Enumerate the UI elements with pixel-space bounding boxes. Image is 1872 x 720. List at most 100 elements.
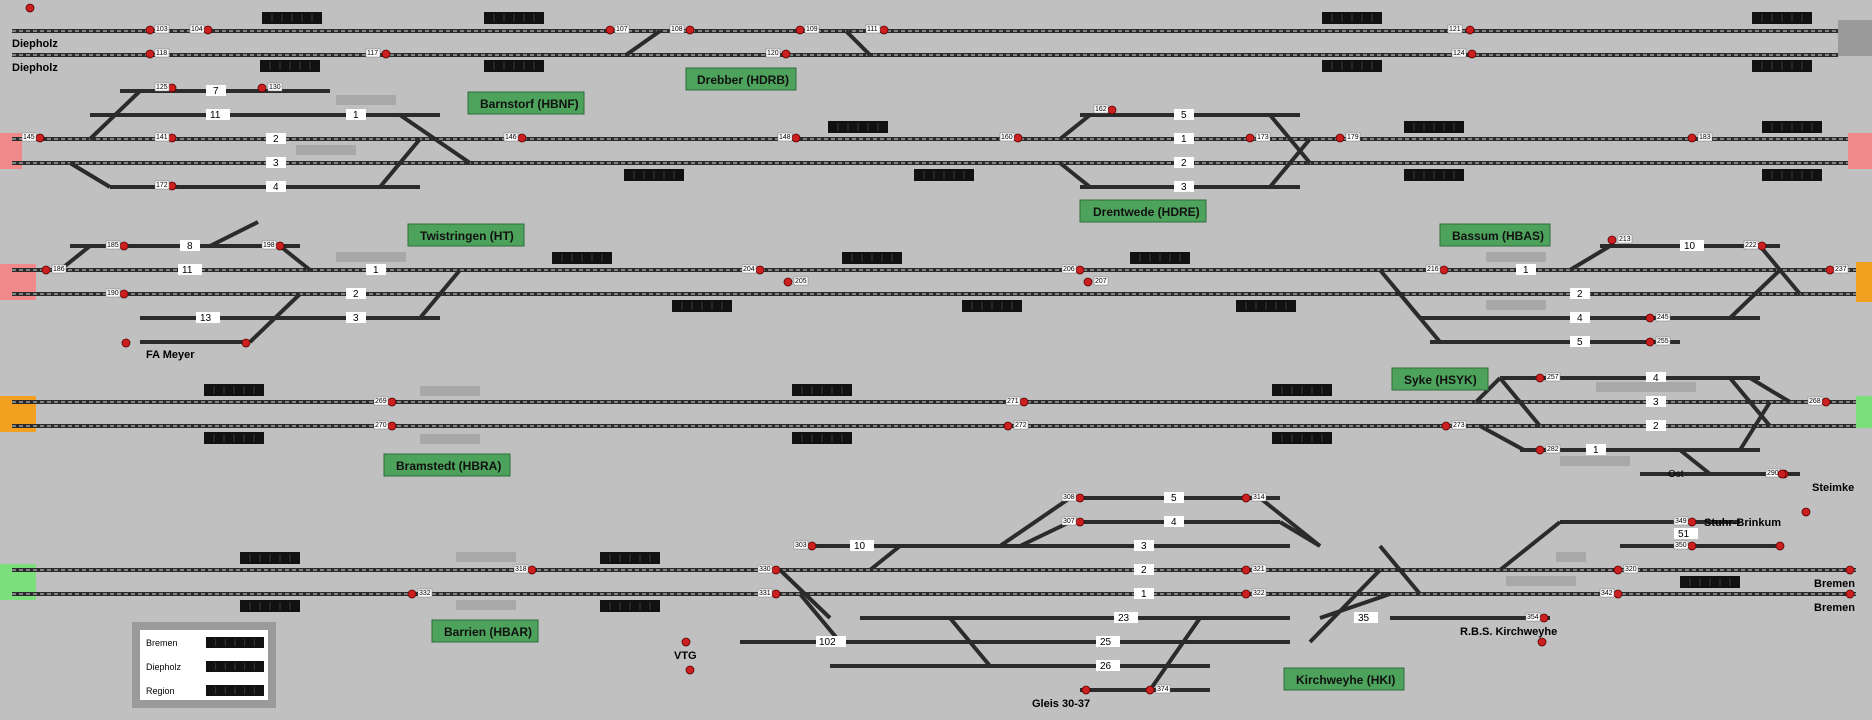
station-box[interactable] <box>407 223 525 247</box>
signal-lamp-icon[interactable] <box>517 133 527 143</box>
signal[interactable]: 124 <box>1451 48 1477 59</box>
signal-lamp-icon[interactable] <box>1467 49 1477 59</box>
signal-lamp-icon[interactable] <box>1535 445 1545 455</box>
track-switch[interactable] <box>1268 137 1312 189</box>
signal-lamp-icon[interactable] <box>1775 541 1785 551</box>
signal-lamp-icon[interactable] <box>1687 133 1697 143</box>
signal[interactable]: 216 <box>1425 264 1449 275</box>
signal[interactable]: 354 <box>1525 612 1549 623</box>
signal-lamp-icon[interactable] <box>1613 565 1623 575</box>
signal[interactable]: 332 <box>407 588 433 599</box>
signal-lamp-icon[interactable] <box>1465 25 1475 35</box>
track-switch[interactable] <box>378 137 422 189</box>
signal[interactable]: 204 <box>741 264 765 275</box>
signal[interactable]: 307 <box>1061 516 1085 527</box>
track-switch[interactable] <box>278 244 312 272</box>
signal[interactable]: 198 <box>261 240 285 251</box>
signal[interactable]: 271 <box>1005 396 1029 407</box>
signal[interactable]: 120 <box>765 48 791 59</box>
signal-lamp-icon[interactable] <box>1075 265 1085 275</box>
signal-lamp-icon[interactable] <box>1241 493 1251 503</box>
signal-lamp-icon[interactable] <box>1075 517 1085 527</box>
signal-lamp-icon[interactable] <box>1335 133 1345 143</box>
track-switch[interactable] <box>209 220 259 248</box>
signal[interactable]: 273 <box>1441 420 1467 431</box>
track-switch[interactable] <box>948 616 992 668</box>
track-switch[interactable] <box>1728 376 1772 428</box>
signal-lamp-icon[interactable] <box>257 83 267 93</box>
signal[interactable]: 322 <box>1241 588 1267 599</box>
track-switch[interactable] <box>1758 244 1802 296</box>
signal[interactable]: 117 <box>365 48 391 59</box>
signal-lamp-icon[interactable] <box>1687 541 1697 551</box>
track-switch[interactable] <box>1398 292 1442 344</box>
signal-lamp-icon[interactable] <box>685 665 695 675</box>
signal-lamp-icon[interactable] <box>1013 133 1023 143</box>
signal[interactable]: 130 <box>257 82 283 93</box>
track-switch[interactable] <box>418 268 462 320</box>
signal-lamp-icon[interactable] <box>1241 589 1251 599</box>
signal[interactable]: 207 <box>1083 276 1109 287</box>
signal[interactable]: 111 <box>865 24 889 35</box>
signal[interactable]: 185 <box>105 240 129 251</box>
signal-lamp-icon[interactable] <box>771 589 781 599</box>
signal-lamp-icon[interactable] <box>795 25 805 35</box>
signal[interactable]: 190 <box>105 288 129 299</box>
signal[interactable]: 118 <box>145 48 170 59</box>
signal[interactable]: 255 <box>1645 336 1671 347</box>
signal-lamp-icon[interactable] <box>1439 265 1449 275</box>
signal-lamp-icon[interactable] <box>1245 133 1255 143</box>
signal-lamp-icon[interactable] <box>685 25 695 35</box>
signal[interactable]: 148 <box>777 132 801 143</box>
signal-lamp-icon[interactable] <box>1687 517 1697 527</box>
signal[interactable]: 282 <box>1535 444 1561 455</box>
signal-lamp-icon[interactable] <box>783 277 793 287</box>
signal-lamp-icon[interactable] <box>1777 469 1787 479</box>
track-switch[interactable] <box>844 29 872 57</box>
track-switch[interactable] <box>868 544 902 572</box>
signal-lamp-icon[interactable] <box>41 265 51 275</box>
signal[interactable]: 121 <box>1447 24 1475 35</box>
track-switch[interactable] <box>798 592 842 644</box>
signal[interactable]: 269 <box>373 396 397 407</box>
signal-lamp-icon[interactable] <box>381 49 391 59</box>
signal[interactable]: 146 <box>503 132 527 143</box>
signal[interactable]: 331 <box>757 588 781 599</box>
signal[interactable]: 320 <box>1613 564 1639 575</box>
signal-lamp-icon[interactable] <box>1145 685 1155 695</box>
track-switch[interactable] <box>1738 400 1772 452</box>
signal[interactable]: 108 <box>669 24 695 35</box>
signal-lamp-icon[interactable] <box>241 338 251 348</box>
signal[interactable]: 160 <box>999 132 1023 143</box>
track-switch[interactable] <box>1498 376 1542 428</box>
signal-lamp-icon[interactable] <box>1083 277 1093 287</box>
signal[interactable]: 141 <box>154 132 177 143</box>
signal-lamp-icon[interactable] <box>387 421 397 431</box>
track-switch[interactable] <box>1678 448 1712 476</box>
signal-lamp-icon[interactable] <box>203 25 213 35</box>
signal-lamp-icon[interactable] <box>681 637 691 647</box>
signal-lamp-icon[interactable] <box>121 338 131 348</box>
signal-lamp-icon[interactable] <box>1645 313 1655 323</box>
signal[interactable]: 318 <box>513 564 537 575</box>
signal[interactable]: 107 <box>605 24 630 35</box>
signal[interactable]: 268 <box>1807 396 1831 407</box>
signal[interactable]: 314 <box>1241 492 1267 503</box>
signal[interactable]: 206 <box>1061 264 1085 275</box>
signal[interactable]: 245 <box>1645 312 1671 323</box>
signal-lamp-icon[interactable] <box>1845 565 1855 575</box>
station-box[interactable] <box>1283 667 1405 691</box>
signal[interactable]: 342 <box>1599 588 1623 599</box>
station-box[interactable] <box>467 91 585 115</box>
signal-lamp-icon[interactable] <box>35 133 45 143</box>
signal[interactable]: 172 <box>154 180 177 191</box>
signal[interactable]: 321 <box>1241 564 1267 575</box>
track-switch[interactable] <box>68 161 112 189</box>
track-switch[interactable] <box>1728 268 1782 320</box>
signal[interactable]: 270 <box>373 420 397 431</box>
signal[interactable]: 109 <box>795 24 820 35</box>
signal[interactable]: 257 <box>1535 372 1561 383</box>
track-switch[interactable] <box>778 568 832 620</box>
signal[interactable]: 179 <box>1335 132 1361 143</box>
signal[interactable]: 186 <box>41 264 67 275</box>
